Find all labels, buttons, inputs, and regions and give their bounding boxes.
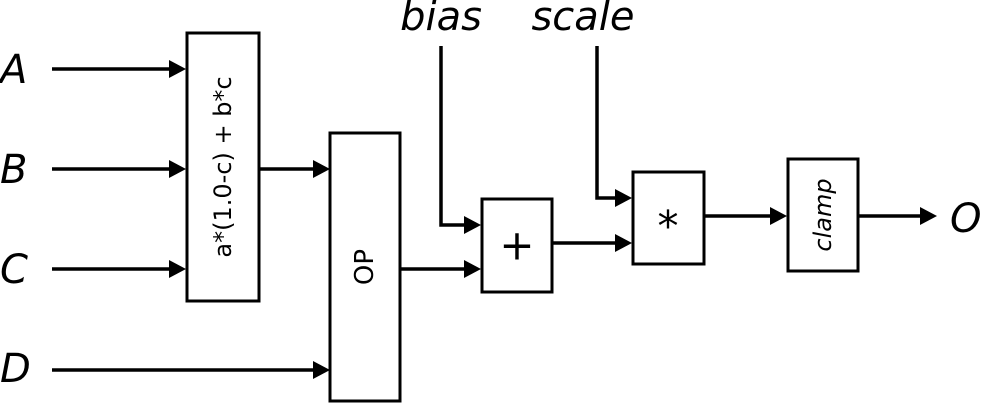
add-block: + xyxy=(480,197,554,294)
wire-c-to-lerp xyxy=(52,260,186,278)
op-block: OP xyxy=(328,131,402,403)
input-label-c: C xyxy=(0,247,28,293)
clamp-block-label: clamp xyxy=(809,178,837,251)
input-label-a: A xyxy=(0,47,27,93)
wire-d-to-op xyxy=(52,361,330,379)
lerp-block: a*(1.0-c) + b*c xyxy=(185,31,261,303)
wire-clamp-to-output xyxy=(858,207,937,225)
wire-op-to-add xyxy=(400,260,481,278)
wire-a-to-lerp xyxy=(52,60,186,78)
wire-multiply-to-clamp xyxy=(704,207,787,225)
input-label-d: D xyxy=(0,346,31,392)
wire-add-to-multiply xyxy=(552,234,632,252)
clamp-block: clamp xyxy=(786,157,860,273)
output-label-o: O xyxy=(950,196,981,242)
input-label-b: B xyxy=(0,147,27,193)
wire-scale-to-multiply xyxy=(595,46,632,207)
input-label-bias: bias xyxy=(400,0,482,40)
add-block-label: + xyxy=(499,221,534,270)
input-label-scale: scale xyxy=(531,0,634,40)
multiply-block: * xyxy=(631,170,706,266)
op-block-label: OP xyxy=(350,249,380,285)
multiply-block-label: * xyxy=(658,202,679,251)
wire-bias-to-add xyxy=(439,46,481,234)
wire-lerp-to-op xyxy=(259,160,330,178)
lerp-block-label: a*(1.0-c) + b*c xyxy=(209,76,237,257)
wire-b-to-lerp xyxy=(52,160,186,178)
